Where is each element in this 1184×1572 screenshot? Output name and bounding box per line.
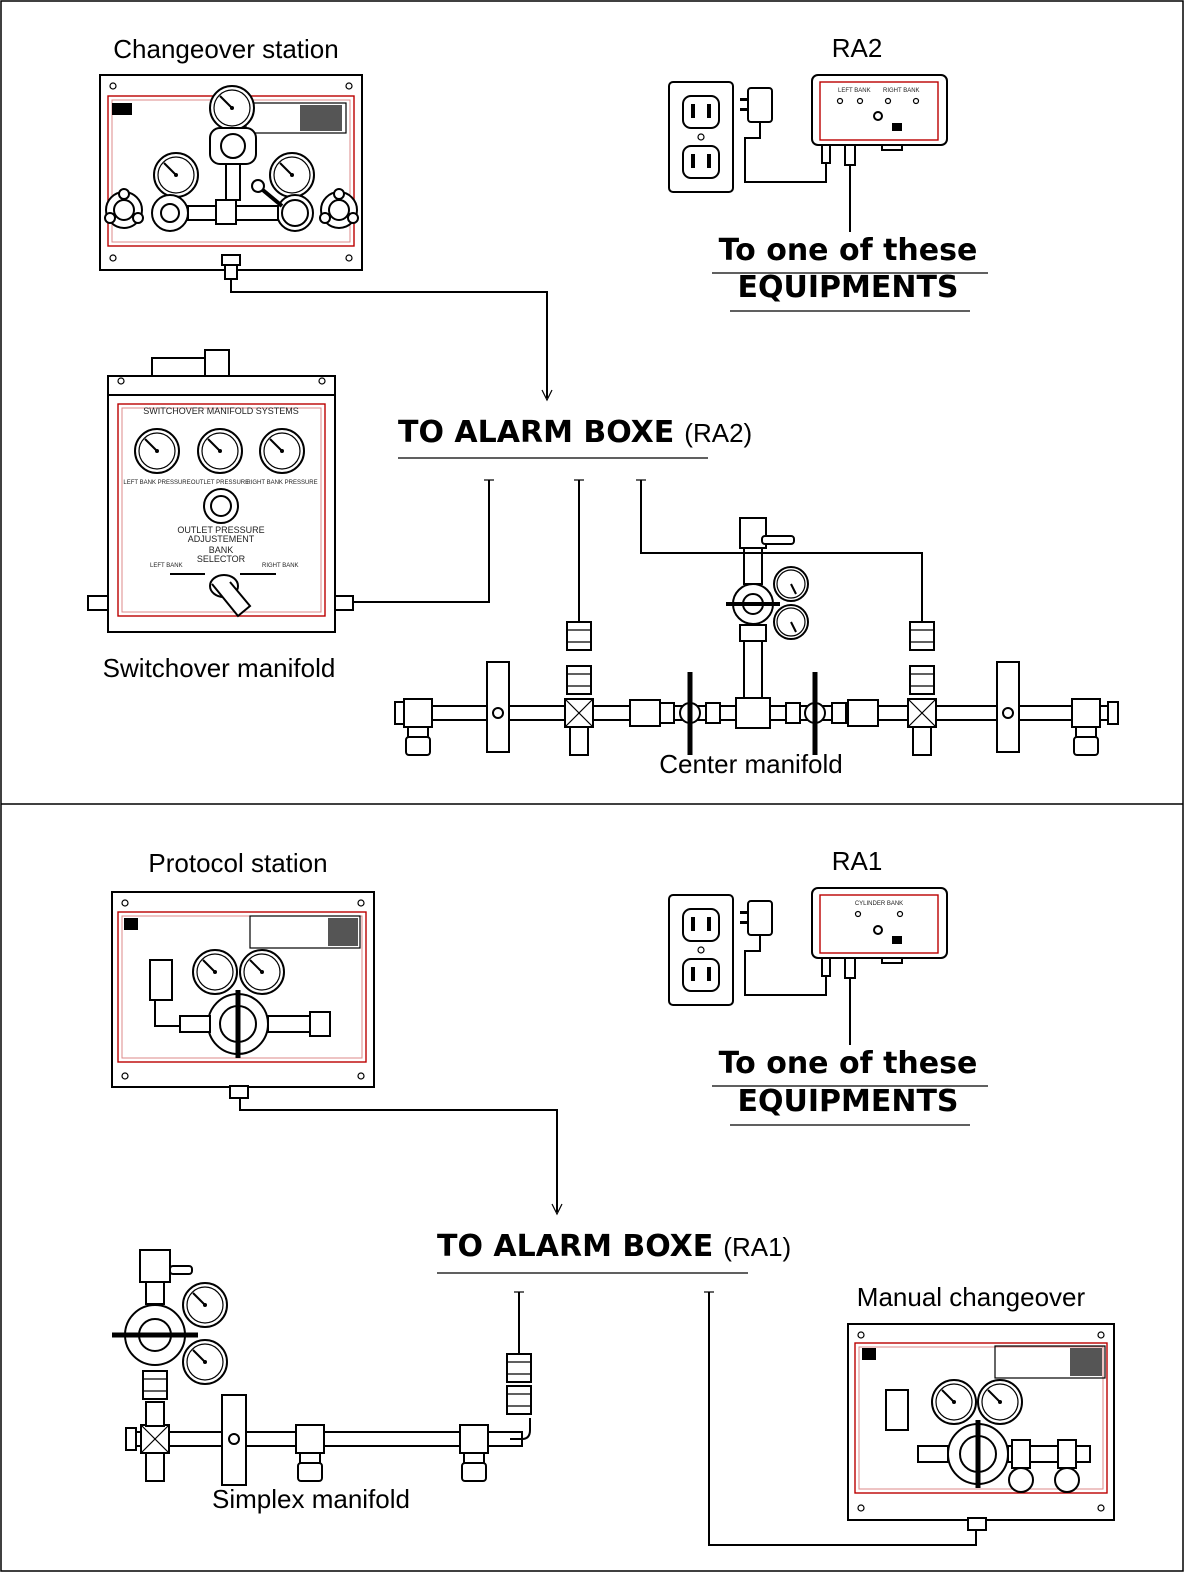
alarm-ra2-suffix: (RA2) — [684, 418, 752, 448]
changeover-cable — [230, 279, 548, 398]
switchover-bank-selector-1: BANK — [209, 545, 234, 555]
switchover-gauge3-label: RIGHT BANK PRESSURE — [246, 480, 317, 486]
changeover-station-label: Changeover station — [113, 34, 338, 64]
ra1-to-one-line1: To one of these — [719, 1046, 978, 1081]
protocol-cable — [239, 1098, 558, 1212]
manual-changeover-label: Manual changeover — [857, 1282, 1086, 1312]
alarm-boxe-ra2: TO ALARM BOXE (RA2) — [398, 415, 752, 450]
switchover-outlet-adj-1: OUTLET PRESSURE — [177, 525, 264, 535]
alarm-ra1-suffix: (RA1) — [723, 1232, 791, 1262]
ra2-power-adapter — [739, 87, 773, 123]
switchover-title: SWITCHOVER MANIFOLD SYSTEMS — [143, 406, 299, 416]
ra2-left-bank: LEFT BANK — [838, 88, 871, 94]
protocol-station-label: Protocol station — [148, 848, 327, 878]
center-manifold — [394, 517, 1119, 756]
switchover-bank-selector-2: SELECTOR — [197, 554, 246, 564]
manual-changeover-panel — [847, 1323, 1115, 1531]
alarm-ra1-main: TO ALARM BOXE — [437, 1229, 713, 1264]
switchover-right-bank: RIGHT BANK — [262, 563, 299, 569]
ra1-power-cord — [744, 935, 827, 996]
switchover-manifold-panel: SWITCHOVER MANIFOLD SYSTEMS LEFT BANK PR… — [87, 349, 354, 633]
center-cable-right — [640, 480, 923, 622]
ra1-outlet — [668, 894, 734, 1006]
ra2-outlet — [668, 81, 734, 193]
ra2-to-one-line2: EQUIPMENTS — [737, 270, 958, 305]
ra2-power-cord — [744, 122, 827, 183]
switchover-gauge2-label: OUTLET PRESSURE — [191, 480, 249, 486]
ra1-to-one-line2: EQUIPMENTS — [737, 1084, 958, 1119]
simplex-manifold — [112, 1249, 532, 1486]
center-manifold-label: Center manifold — [659, 749, 843, 779]
switchover-outlet-adj-2: ADJUSTEMENT — [188, 534, 255, 544]
ra1-power-adapter — [739, 900, 773, 936]
manual-changeover-cable — [708, 1292, 977, 1546]
ra2-right-bank: RIGHT BANK — [883, 88, 920, 94]
changeover-station-panel — [99, 74, 363, 280]
switchover-gauge1-label: LEFT BANK PRESSURE — [123, 480, 190, 486]
ra2-alarm-box: LEFT BANK RIGHT BANK — [811, 74, 948, 151]
alarm-ra2-main: TO ALARM BOXE — [398, 415, 674, 450]
ra1-label: RA1 — [832, 846, 883, 876]
ra2-to-one-line1: To one of these — [719, 233, 978, 268]
protocol-station-panel — [111, 891, 375, 1099]
switchover-left-bank: LEFT BANK — [150, 563, 183, 569]
simplex-manifold-label: Simplex manifold — [212, 1484, 410, 1514]
ra1-alarm-box: CYLINDER BANK — [811, 887, 948, 964]
ra2-label: RA2 — [832, 33, 883, 63]
switchover-cable — [353, 480, 490, 603]
ra1-box-title: CYLINDER BANK — [855, 901, 903, 907]
switchover-manifold-label: Switchover manifold — [103, 653, 336, 683]
alarm-boxe-ra1: TO ALARM BOXE (RA1) — [437, 1229, 791, 1264]
